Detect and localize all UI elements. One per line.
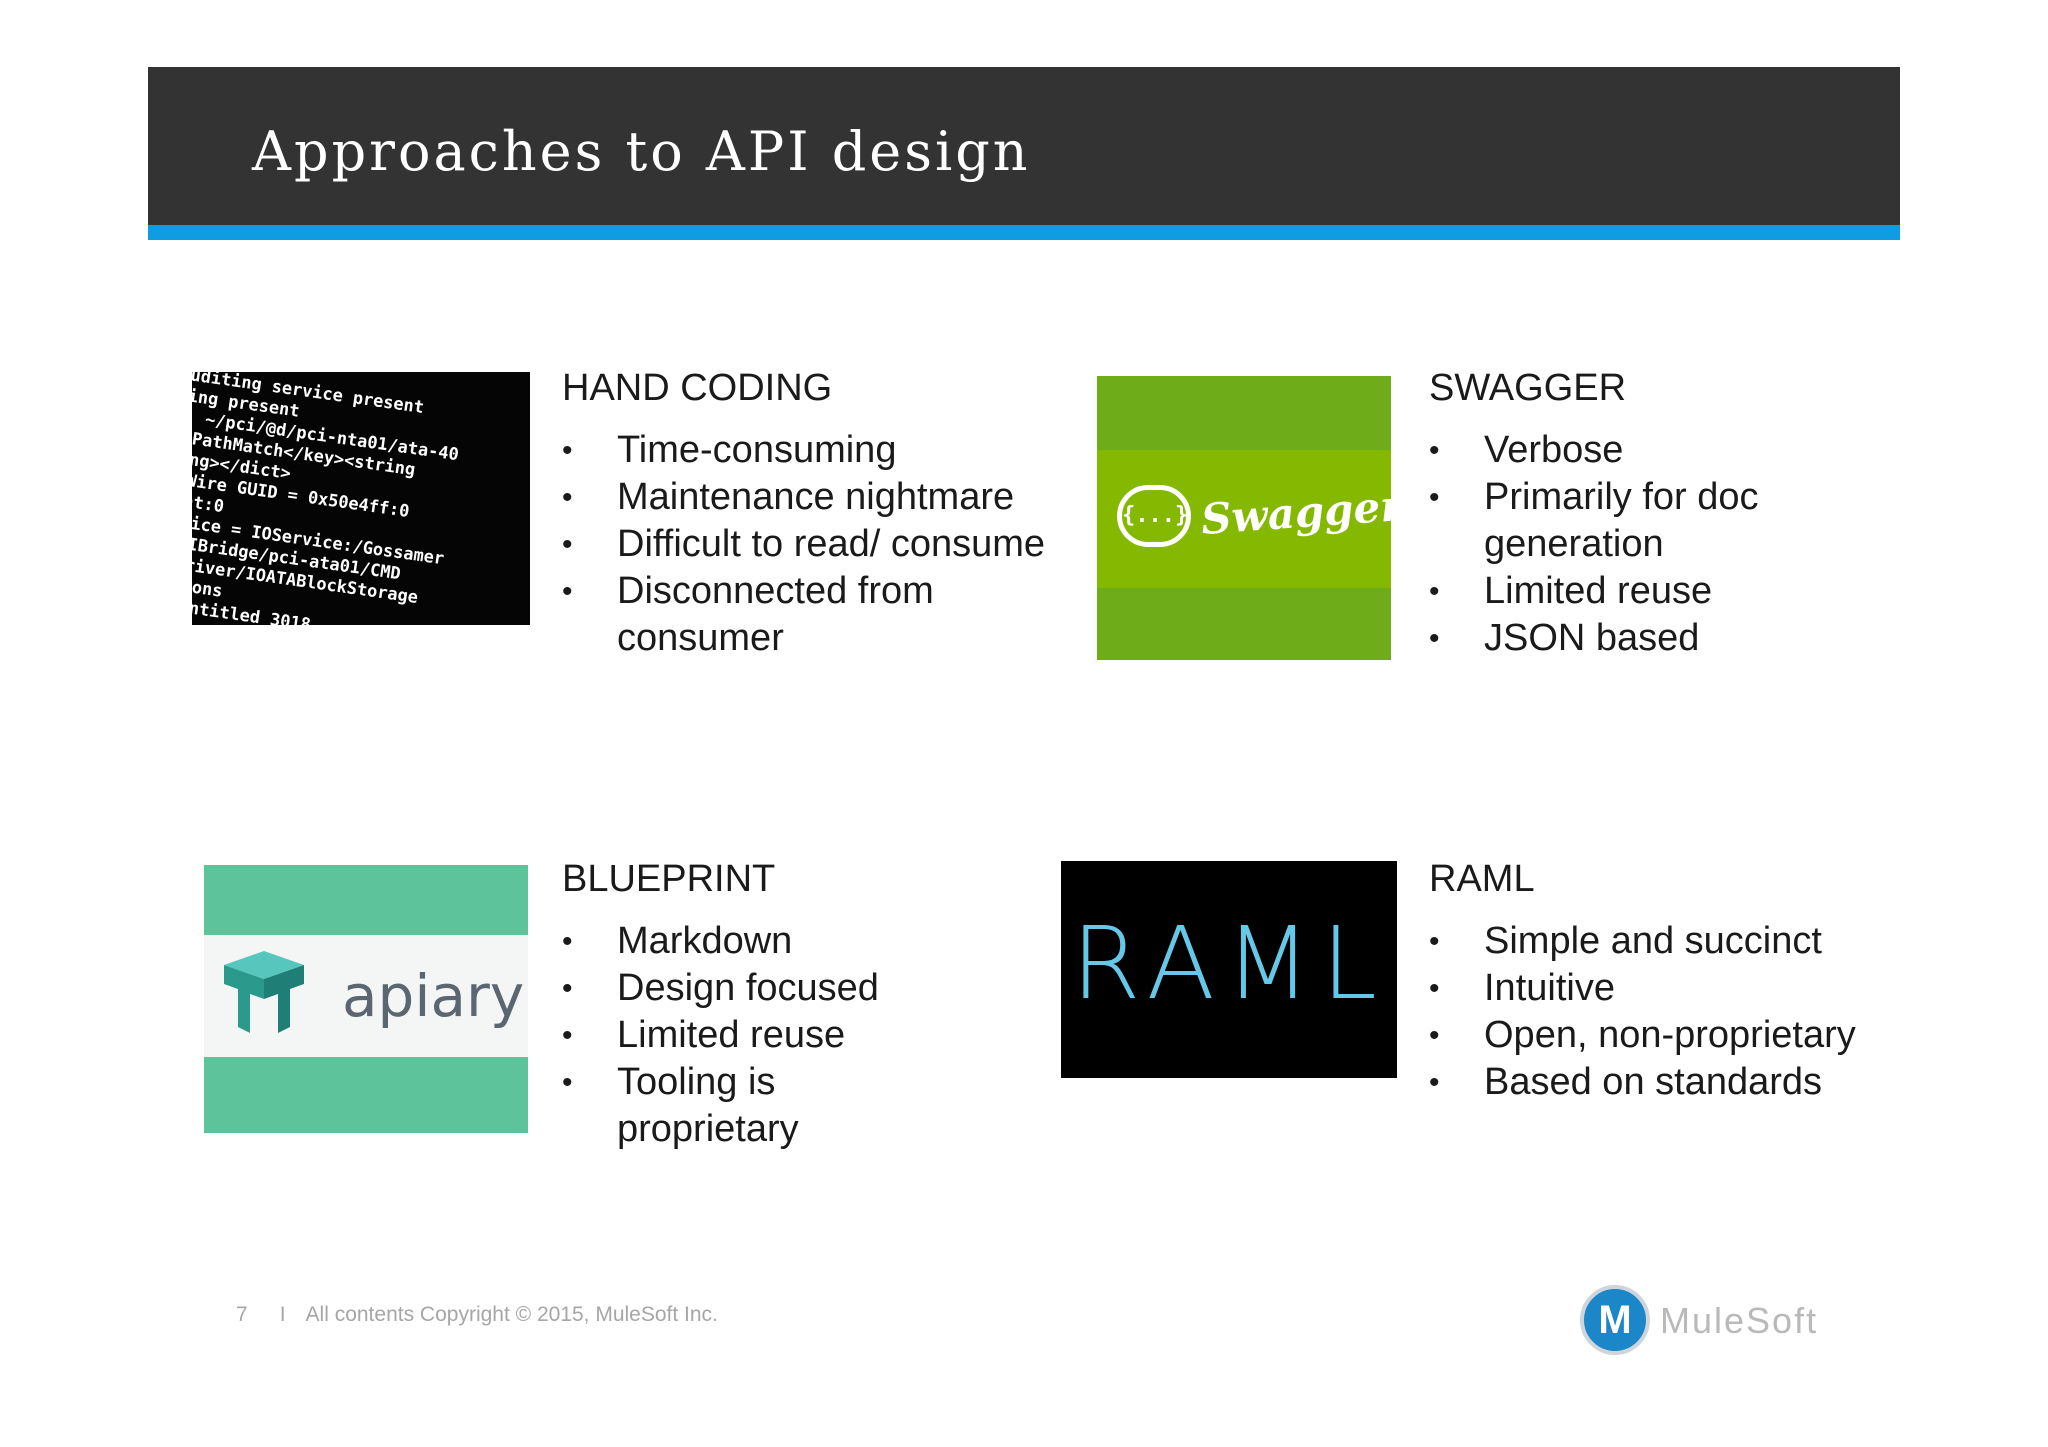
list-item: JSON based	[1429, 615, 1849, 662]
slide-title: Approaches to API design	[252, 120, 1031, 183]
list-item: Disconnected from consumer	[562, 568, 1007, 662]
list-item: Limited reuse	[562, 1012, 982, 1059]
raml-title: RAML	[1429, 858, 1535, 900]
title-accent-bar	[148, 225, 1900, 240]
swagger-badge-icon: {...}	[1117, 485, 1191, 547]
title-bar	[148, 67, 1900, 225]
footer-separator: I	[279, 1303, 286, 1326]
raml-logo-text: RAML	[1071, 905, 1387, 1022]
list-item: Maintenance nightmare	[562, 474, 1062, 521]
list-item: Intuitive	[1429, 965, 1929, 1012]
mulesoft-m-icon: M	[1580, 1285, 1650, 1355]
swagger-list: Verbose Primarily for doc generation Lim…	[1429, 427, 1849, 662]
blueprint-title: BLUEPRINT	[562, 858, 776, 900]
list-item: Tooling is proprietary	[562, 1059, 877, 1153]
list-item: Difficult to read/ consume	[562, 521, 1062, 568]
list-item: Simple and succinct	[1429, 918, 1929, 965]
list-item: Primarily for doc generation	[1429, 474, 1804, 568]
hand-coding-list: Time-consuming Maintenance nightmare Dif…	[562, 427, 1062, 662]
list-item: Limited reuse	[1429, 568, 1849, 615]
list-item: Verbose	[1429, 427, 1849, 474]
page-number: 7	[236, 1303, 248, 1326]
apiary-logo-text: apiary	[342, 962, 525, 1030]
swagger-title: SWAGGER	[1429, 367, 1627, 409]
apiary-cube-icon	[224, 951, 304, 1033]
list-item: Markdown	[562, 918, 982, 965]
blueprint-list: Markdown Design focused Limited reuse To…	[562, 918, 982, 1153]
swagger-badge-text: {...}	[1122, 503, 1189, 528]
raml-list: Simple and succinct Intuitive Open, non-…	[1429, 918, 1929, 1106]
list-item: Design focused	[562, 965, 982, 1012]
list-item: Based on standards	[1429, 1059, 1929, 1106]
hand-coding-title: HAND CODING	[562, 367, 833, 409]
mulesoft-wordmark: MuleSoft	[1660, 1300, 1819, 1341]
mulesoft-logo: M MuleSoft	[1580, 1280, 1840, 1360]
copyright-text: All contents Copyright © 2015, MuleSoft …	[305, 1303, 718, 1326]
swagger-logo: {...} Swagger	[1097, 376, 1391, 660]
list-item: Time-consuming	[562, 427, 1062, 474]
mulesoft-m-letter: M	[1598, 1298, 1632, 1342]
slide-footer: 7 I All contents Copyright © 2015, MuleSof…	[236, 1303, 718, 1327]
raml-logo: RAML	[1061, 861, 1397, 1078]
apiary-logo: apiary	[204, 865, 528, 1133]
list-item: Open, non-proprietary	[1429, 1012, 1929, 1059]
